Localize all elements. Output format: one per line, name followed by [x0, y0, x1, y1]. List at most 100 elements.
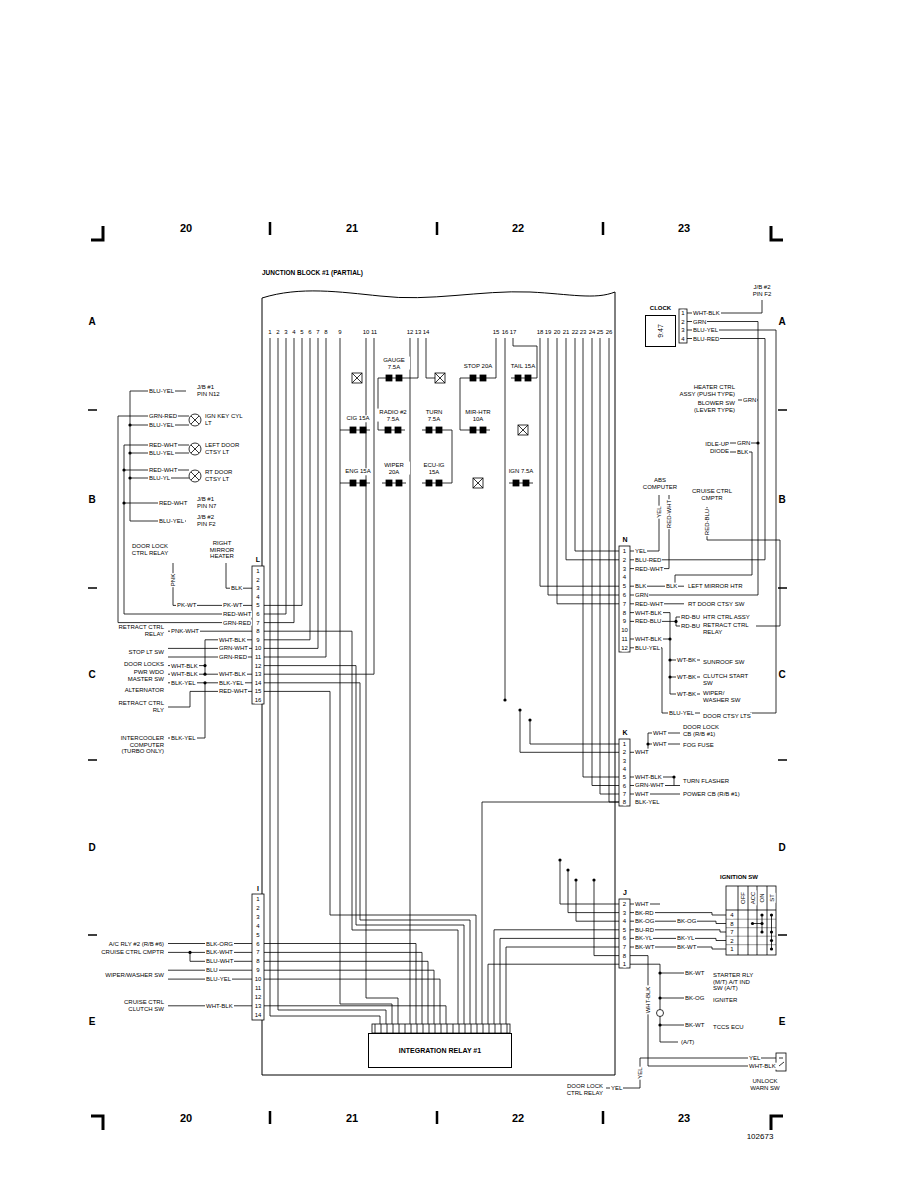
pin-number: 5: [623, 926, 626, 933]
pin-number: 11: [621, 636, 627, 643]
wires: [118, 291, 786, 1088]
ignition-switch: IGNITION SW: [700, 874, 778, 958]
pin-number: 14: [255, 679, 262, 686]
wire-color: WHT: [652, 730, 668, 737]
wire-color: BK-YL: [676, 935, 695, 942]
pin-number: 6: [308, 329, 311, 336]
component-label: RT DOOR CTSY LT: [204, 469, 250, 482]
pin-number: 13: [255, 671, 262, 678]
wire-color: WHT: [634, 749, 650, 756]
wire-color: BLK: [665, 583, 678, 590]
pin-number: 2: [256, 905, 259, 912]
pin-number: 3: [284, 329, 287, 336]
pin-number: 2: [623, 901, 626, 908]
fuse-label: CIG 15A: [345, 415, 370, 422]
pin-number: 8: [623, 799, 626, 806]
pin-number: 15: [255, 688, 262, 695]
pin-number: 4: [623, 574, 626, 581]
pin-number: 26: [606, 329, 613, 336]
wire-color: GRN-WHT: [218, 645, 249, 652]
component-label: BLOWER SW (LEVER TYPE): [676, 400, 736, 413]
pin-number: 23: [580, 329, 587, 336]
wire-color: BLU-RED: [692, 335, 720, 342]
wire-color: RED-WHT: [634, 565, 664, 572]
wire-color: BLK: [736, 449, 749, 456]
pin-number: 3: [623, 757, 626, 764]
pin-number: 2: [623, 749, 626, 756]
pin-number: 2: [681, 318, 684, 325]
component-label: DOOR LOCKS: [123, 661, 165, 668]
wire-color: WHT-BLK: [218, 636, 247, 643]
pin-number: 20: [554, 329, 561, 336]
pin-number: 7: [623, 600, 626, 607]
wire-color: WT-BK: [676, 674, 697, 681]
wire-color: BK-OG: [684, 995, 705, 1002]
pin-number: 8: [623, 952, 626, 959]
clock: CLOCK9:47: [645, 315, 676, 347]
wire-color: BLK-YEL: [634, 799, 661, 806]
wire-color: GRN: [692, 318, 707, 325]
pin-number: 7: [256, 619, 259, 626]
pin-number: 8: [623, 609, 626, 616]
pin-number: 1: [730, 946, 733, 953]
fuse-label: ECU-IG 15A: [418, 462, 450, 475]
pin-number: 11: [255, 654, 261, 661]
grid-number: 21: [345, 222, 359, 234]
pin-number: 7: [623, 944, 626, 951]
component-label: CLUTCH START SW: [702, 673, 752, 686]
pin-number: 7: [256, 949, 259, 956]
component-label: (A/T): [680, 1039, 695, 1046]
pin-number: 14: [255, 1011, 262, 1018]
component-label: DOOR CTSY LTS: [702, 713, 752, 720]
wire-color: YEL: [656, 505, 663, 518]
wire-color: PK-WT: [222, 602, 243, 609]
wire-color: RED-WHT: [222, 611, 252, 618]
wire-color: RED-WHT: [148, 467, 178, 474]
grid-letter: E: [778, 1016, 787, 1027]
wire-color: BLU-YEL: [634, 644, 661, 651]
wire-color: BLK: [634, 583, 647, 590]
wire-color: RED-BLU: [704, 508, 711, 536]
wire-color: RED-WHT: [148, 442, 178, 449]
wire-color: GRN: [634, 592, 649, 599]
table-header: ACC: [749, 891, 756, 906]
component-label: UNLOCK WARN SW: [744, 1078, 786, 1091]
pin-number: 24: [589, 329, 596, 336]
integration-relay: INTEGRATION RELAY #1: [368, 1033, 512, 1068]
component-label: LEFT DOOR CTSY LT: [204, 442, 250, 455]
wire-color: WT-BK: [676, 691, 697, 698]
pin-number: 8: [730, 920, 733, 927]
pin-number: 4: [730, 912, 733, 919]
component-label: RIGHT MIRROR HEATER: [201, 540, 243, 560]
junction-dots: [122, 423, 773, 1026]
wire-color: WHT-BLK: [634, 636, 663, 643]
wire-color: RD-BU: [680, 614, 701, 621]
wire-color: BLU-RED: [634, 556, 662, 563]
pin-number: 3: [623, 565, 626, 572]
wire-color: PK-WT: [176, 602, 197, 609]
wire-color: BK-WT: [684, 1022, 705, 1029]
component-label: J/B #1 PIN N12: [196, 384, 226, 397]
wire-color: BLK-YEL: [170, 679, 197, 686]
pin-number: 2: [256, 576, 259, 583]
component-label: WIPER/WASHER SW: [104, 971, 165, 978]
pin-number: 10: [363, 329, 370, 336]
pin-number: 8: [324, 329, 327, 336]
node-title: IGNITION SW: [720, 874, 758, 881]
wire-color: BK-YL: [634, 935, 653, 942]
wire-color: WHT-BLK: [692, 310, 721, 317]
pin-number: 21: [563, 329, 570, 336]
component-label: TCCS ECU: [712, 1024, 745, 1031]
pin-number: 2: [730, 937, 733, 944]
wire-color: RED-WHT: [634, 600, 664, 607]
grid-number: 21: [345, 1112, 359, 1124]
pin-number: 1: [256, 568, 259, 575]
wire-color: YEL: [637, 1066, 644, 1079]
wire-color: BLU-YEL: [148, 388, 175, 395]
wire-color: YEL: [748, 1055, 761, 1062]
grid-number: 22: [511, 1112, 525, 1124]
component-label: DOOR LOCK CTRL RELAY: [129, 543, 171, 556]
fuse-label: WIPER 20A: [378, 462, 410, 475]
pin-number: 6: [623, 782, 626, 789]
